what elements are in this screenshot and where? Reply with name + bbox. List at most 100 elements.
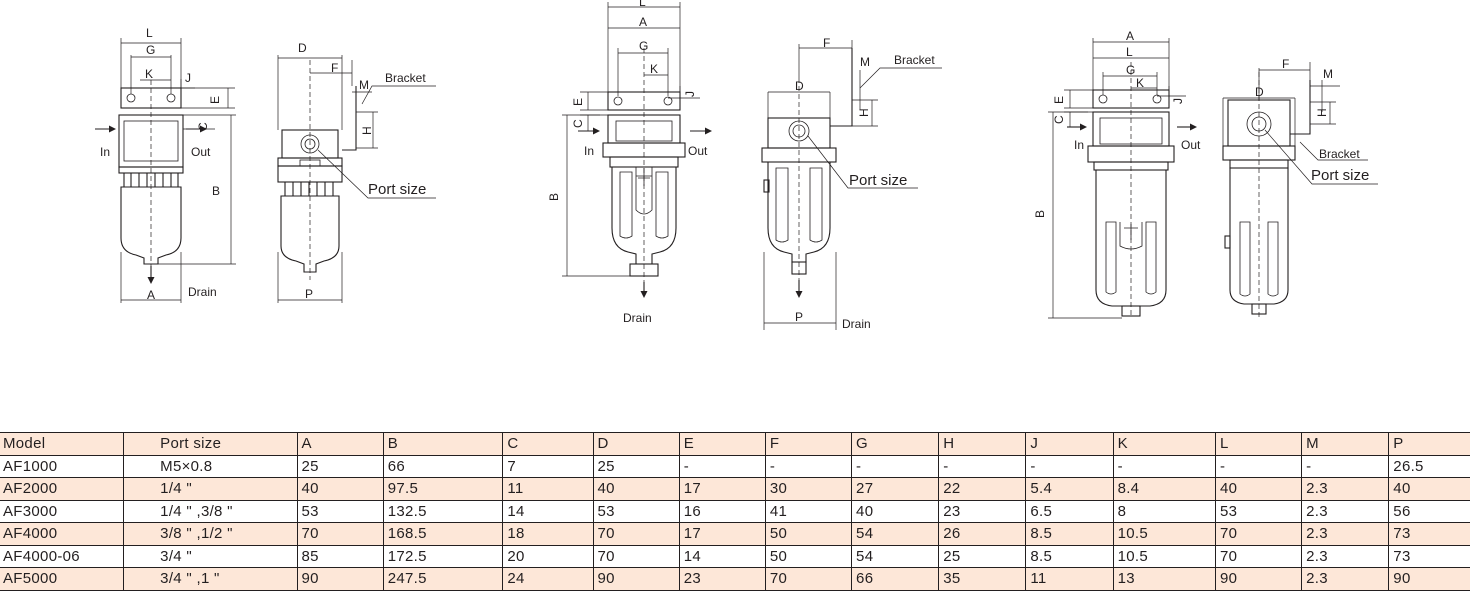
fig2-label-D: D	[795, 79, 804, 93]
table-cell: 70	[297, 522, 384, 546]
table-cell: 2.3	[1301, 522, 1390, 546]
table-cell: 132.5	[383, 500, 504, 523]
table-cell: 90	[297, 567, 384, 591]
column-header: G	[851, 432, 940, 456]
fig3-label-K: K	[1136, 76, 1144, 90]
table-cell: 41	[765, 500, 853, 523]
table-cell: 70	[765, 567, 853, 591]
fig3-side-view: F M D H Bracket Port size	[1222, 57, 1378, 318]
table-cell: 5.4	[1025, 477, 1114, 501]
column-header: L	[1215, 432, 1303, 456]
table-cell: 17	[679, 522, 766, 546]
table-cell: 2.3	[1301, 477, 1390, 501]
table-cell: M5×0.8	[123, 455, 298, 478]
table-cell: 26	[938, 522, 1027, 546]
fig3-label-A: A	[1126, 29, 1134, 43]
fig3-label-J: J	[1171, 98, 1185, 104]
column-header: F	[765, 432, 853, 456]
fig1-label-Out: Out	[191, 145, 211, 159]
table-cell: 35	[938, 567, 1027, 591]
fig2-label-E: E	[571, 98, 585, 106]
fig2-label-B: B	[547, 193, 561, 201]
fig2-label-Out: Out	[688, 144, 708, 158]
table-cell: 70	[593, 545, 680, 568]
table-cell: 8	[1113, 500, 1216, 523]
table-cell: 56	[1388, 500, 1470, 523]
table-cell: -	[1301, 455, 1390, 478]
fig2-label-C: C	[571, 119, 585, 128]
table-cell: 8.4	[1113, 477, 1216, 501]
table-cell: 53	[297, 500, 384, 523]
table-cell: AF5000	[0, 567, 125, 591]
table-cell: -	[851, 455, 940, 478]
table-cell: 3/8 " ,1/2 "	[123, 522, 298, 546]
fig3-label-M: M	[1323, 67, 1333, 81]
table-cell: 25	[593, 455, 680, 478]
fig2-label-Bracket: Bracket	[894, 53, 935, 67]
table-cell: 85	[297, 545, 384, 568]
column-header: D	[593, 432, 680, 456]
fig2-label-Drain2: Drain	[842, 317, 871, 331]
table-cell: 18	[502, 522, 594, 546]
fig1-label-J: J	[185, 71, 191, 85]
fig3-label-Out: Out	[1181, 138, 1201, 152]
table-cell: 17	[679, 477, 766, 501]
table-cell: 1/4 "	[123, 477, 298, 501]
column-header: E	[679, 432, 766, 456]
table-cell: 90	[1215, 567, 1303, 591]
fig2-label-H: H	[857, 108, 871, 117]
table-cell: 3/4 " ,1 "	[123, 567, 298, 591]
fig2-label-Drain: Drain	[623, 311, 652, 325]
table-cell: 7	[502, 455, 594, 478]
table-cell: 8.5	[1025, 545, 1114, 568]
table-cell: 90	[1388, 567, 1470, 591]
fig2-label-J: J	[683, 91, 697, 97]
fig2-label-A: A	[639, 15, 647, 29]
table-cell: 53	[593, 500, 680, 523]
table-cell: 70	[1215, 522, 1303, 546]
table-cell: 14	[679, 545, 766, 568]
table-cell: 22	[938, 477, 1027, 501]
table-cell: 247.5	[383, 567, 504, 591]
column-header: M	[1301, 432, 1390, 456]
table-cell: 97.5	[383, 477, 504, 501]
table-cell: -	[765, 455, 853, 478]
table-cell: 16	[679, 500, 766, 523]
fig3-front-view: A L G K J E C In Out B	[1033, 29, 1201, 319]
table-cell: AF2000	[0, 477, 125, 501]
fig3-label-D: D	[1255, 85, 1264, 99]
table-cell: 40	[593, 477, 680, 501]
fig3-label-G: G	[1126, 63, 1135, 77]
table-cell: 40	[1215, 477, 1303, 501]
table-cell: 14	[502, 500, 594, 523]
table-cell: 20	[502, 545, 594, 568]
fig2-label-port-size: Port size	[849, 172, 907, 189]
fig2-label-M: M	[860, 55, 870, 69]
column-header: J	[1025, 432, 1114, 456]
table-cell: 40	[851, 500, 940, 523]
column-header: B	[383, 432, 504, 456]
table-cell: 2.3	[1301, 545, 1390, 568]
table-cell: 23	[679, 567, 766, 591]
table-cell: 11	[1025, 567, 1114, 591]
table-cell: 40	[297, 477, 384, 501]
table-cell: 40	[1388, 477, 1470, 501]
fig2-label-L: L	[639, 0, 646, 9]
column-header: P	[1388, 432, 1470, 456]
table-cell: 8.5	[1025, 522, 1114, 546]
fig1-label-B: B	[212, 184, 220, 198]
table-cell: 25	[938, 545, 1027, 568]
fig1-front-view: L G K J E C In Out B A Drain	[95, 26, 236, 303]
fig2-label-G: G	[639, 39, 648, 53]
table-cell: AF3000	[0, 500, 125, 523]
table-cell: 50	[765, 545, 853, 568]
